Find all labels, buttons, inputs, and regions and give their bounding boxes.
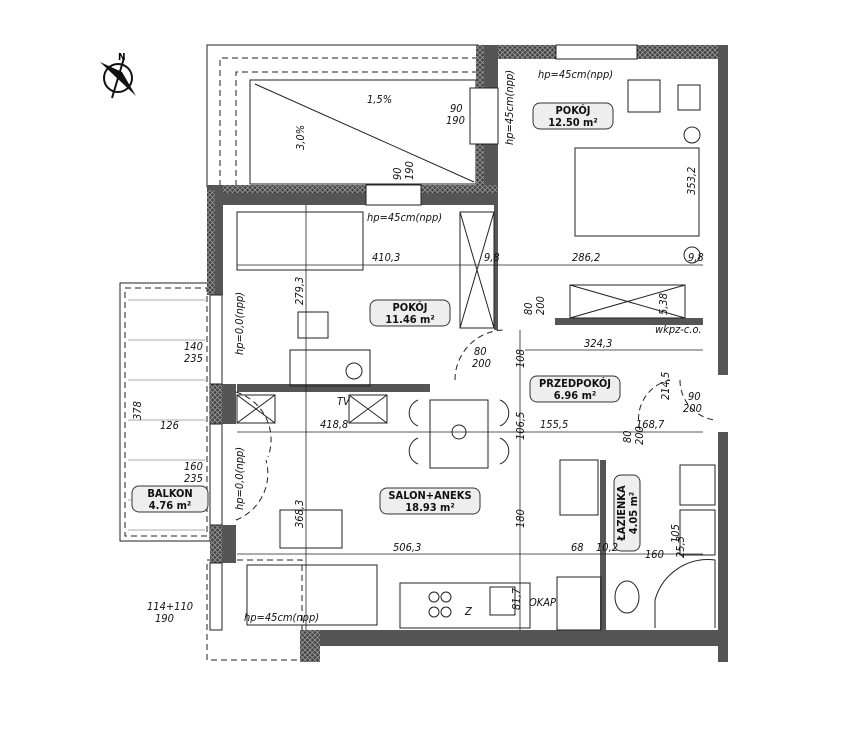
dimension-label: 235 bbox=[184, 352, 203, 365]
toilet bbox=[614, 580, 640, 614]
room-area: 12.50 m² bbox=[548, 116, 597, 129]
room-area: 11.46 m² bbox=[385, 313, 434, 326]
dimension-label: 10,2 bbox=[596, 541, 618, 554]
dimension-label: 160 bbox=[645, 548, 664, 561]
dimension-label: 378 bbox=[131, 401, 144, 420]
dimension-label: 190 bbox=[446, 114, 465, 127]
dimension-label: 324,3 bbox=[584, 337, 612, 350]
dimension-label: 168,7 bbox=[636, 418, 665, 431]
dimension-label: 200 bbox=[683, 402, 702, 415]
dimension-label: 353,2 bbox=[685, 167, 698, 195]
room-area: 4.76 m² bbox=[149, 499, 192, 512]
desk bbox=[289, 349, 371, 387]
dimension-label: 90 bbox=[450, 102, 463, 115]
dimension-label: 410,3 bbox=[372, 251, 400, 264]
dimension-label: 1,5% bbox=[367, 93, 392, 106]
room-area: 4.05 m² bbox=[627, 492, 640, 535]
dimension-label: 9,8 bbox=[688, 251, 704, 264]
dimension-label: 80 bbox=[621, 430, 634, 443]
dimension-label: 5,38 bbox=[657, 293, 670, 315]
walls bbox=[207, 45, 728, 662]
room-name: SALON+ANEKS bbox=[388, 489, 471, 502]
dimension-label: 105 bbox=[669, 524, 682, 543]
dimension-label: 140 bbox=[184, 340, 203, 353]
dimension-label: Z bbox=[464, 605, 472, 618]
dimension-label: 190 bbox=[403, 161, 416, 180]
dimension-label: 108 bbox=[514, 349, 527, 368]
dimension-label: 160 bbox=[184, 460, 203, 473]
terrace-outline bbox=[206, 44, 479, 188]
dimension-label: 3,0% bbox=[294, 125, 307, 150]
washing-machine bbox=[679, 464, 716, 506]
window-niche bbox=[206, 559, 303, 661]
room-name: BALKON bbox=[147, 487, 192, 500]
dimension-label: 80 bbox=[474, 345, 487, 358]
dimension-lines bbox=[237, 205, 703, 630]
dimension-label: 286,2 bbox=[572, 251, 600, 264]
hall-wardrobe bbox=[569, 284, 686, 319]
dimension-label: 279,3 bbox=[293, 277, 306, 305]
chair bbox=[297, 311, 329, 339]
room-area: 6.96 m² bbox=[554, 389, 597, 402]
shower bbox=[654, 559, 716, 628]
dimension-label: 25,3 bbox=[674, 536, 687, 558]
dimension-label: 106,5 bbox=[514, 412, 527, 440]
dimension-label: hp=0,0(npp) bbox=[233, 292, 246, 355]
dimension-label: 155,5 bbox=[540, 418, 568, 431]
kitchen-counter bbox=[399, 582, 531, 629]
dimension-label: 190 bbox=[155, 612, 174, 625]
dimension-label: 81,7 bbox=[510, 587, 523, 610]
dining-table bbox=[429, 399, 489, 469]
bed-single bbox=[236, 211, 364, 271]
north-arrow-icon: N bbox=[100, 52, 136, 99]
dimension-label: 180 bbox=[514, 509, 527, 528]
furniture bbox=[235, 79, 716, 631]
dimension-label: 68 bbox=[571, 541, 584, 554]
bed-double bbox=[574, 147, 700, 237]
dimension-label: 9,8 bbox=[484, 251, 500, 264]
room-area: 18.93 m² bbox=[405, 501, 454, 514]
shaft bbox=[556, 576, 602, 631]
dimension-label: hp=45cm(npp) bbox=[367, 211, 442, 224]
room-name: POKÓJ bbox=[393, 301, 428, 314]
north-label: N bbox=[118, 52, 126, 63]
dimension-label: 126 bbox=[160, 419, 179, 432]
dimension-label: 80 bbox=[522, 302, 535, 315]
dimension-label: TV bbox=[337, 395, 351, 408]
dimension-label: 90 bbox=[688, 390, 701, 403]
dimension-label: hp=45cm(npp) bbox=[538, 68, 613, 81]
room-name: PRZEDPOKÓJ bbox=[539, 377, 611, 390]
dimension-label: hp=45cm(npp) bbox=[503, 70, 516, 145]
coffee-table bbox=[279, 509, 343, 549]
dimension-label: 200 bbox=[472, 357, 491, 370]
dimension-label: 214,5 bbox=[659, 372, 672, 400]
room-name: POKÓJ bbox=[556, 104, 591, 117]
dimension-label: 200 bbox=[633, 426, 646, 445]
sink bbox=[679, 509, 716, 556]
dimension-label: OKAP bbox=[529, 596, 556, 609]
dimension-label: 200 bbox=[534, 296, 547, 315]
sofa bbox=[246, 564, 378, 626]
dimension-label: 114+110 bbox=[147, 600, 193, 613]
dimension-label: 90 bbox=[391, 167, 404, 180]
windows bbox=[209, 44, 638, 631]
dimension-label: wkpz-c.o. bbox=[655, 323, 702, 336]
dimension-label: hp=45cm(npp) bbox=[244, 611, 319, 624]
dimension-label: 235 bbox=[184, 472, 203, 485]
chair bbox=[627, 79, 661, 113]
dimension-label: 506,3 bbox=[393, 541, 421, 554]
dimension-label: hp=0,0(npp) bbox=[233, 447, 246, 510]
room-name: ŁAZIENKA bbox=[615, 485, 628, 542]
dimension-label: 418,8 bbox=[320, 418, 348, 431]
wardrobe bbox=[459, 211, 495, 329]
dimension-label: 368,3 bbox=[293, 500, 306, 528]
